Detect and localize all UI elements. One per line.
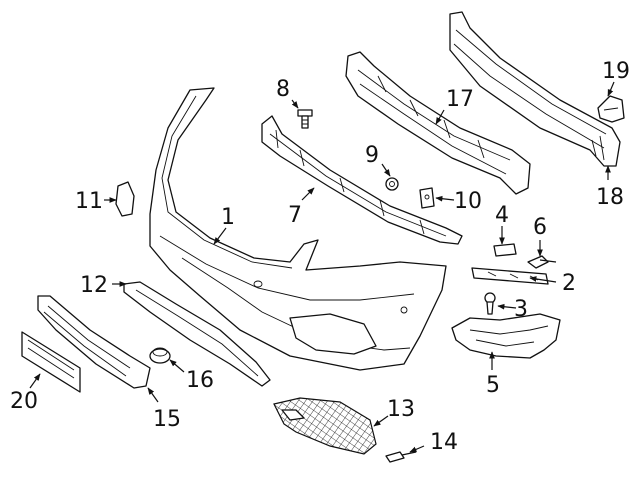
part-18-reinforcement-bar bbox=[449, 11, 621, 167]
callout-2: 2 bbox=[562, 271, 576, 296]
callout-11: 11 bbox=[75, 189, 103, 214]
part-3-screw bbox=[484, 292, 496, 315]
callout-12: 12 bbox=[80, 273, 108, 298]
part-9-clip bbox=[385, 177, 399, 191]
leader-10 bbox=[435, 195, 455, 202]
part-14-bolt bbox=[385, 451, 417, 463]
leader-9 bbox=[381, 163, 391, 177]
leader-3 bbox=[497, 303, 517, 310]
callout-1: 1 bbox=[221, 205, 235, 230]
leader-20 bbox=[29, 373, 41, 389]
part-6-screw bbox=[527, 255, 557, 269]
leader-8 bbox=[291, 99, 299, 109]
leader-2 bbox=[529, 276, 557, 283]
callout-16: 16 bbox=[186, 368, 214, 393]
part-16-grommet bbox=[149, 347, 171, 364]
part-7-upper-support bbox=[261, 115, 463, 245]
part-12-lower-strip bbox=[123, 281, 271, 387]
leader-19 bbox=[607, 81, 615, 97]
callout-13: 13 bbox=[387, 397, 415, 422]
callout-7: 7 bbox=[288, 203, 302, 228]
callout-labels: 1 2 3 4 5 6 7 8 9 10 11 12 13 14 15 16 1… bbox=[10, 59, 630, 455]
part-1-bumper-cover bbox=[149, 87, 447, 371]
callout-5: 5 bbox=[486, 373, 500, 398]
callout-3: 3 bbox=[514, 297, 528, 322]
callout-17: 17 bbox=[446, 87, 474, 112]
leader-13 bbox=[373, 415, 389, 427]
callout-20: 20 bbox=[10, 389, 38, 414]
callout-19: 19 bbox=[602, 59, 630, 84]
callout-14: 14 bbox=[430, 430, 458, 455]
callout-4: 4 bbox=[495, 203, 509, 228]
part-2-strip bbox=[471, 267, 549, 285]
part-8-bolt bbox=[297, 109, 313, 129]
part-11-cover bbox=[115, 181, 135, 217]
leader-lines bbox=[29, 81, 615, 453]
leader-7 bbox=[301, 187, 315, 201]
callout-8: 8 bbox=[276, 77, 290, 102]
part-20-plate-bracket bbox=[21, 331, 81, 393]
leader-15 bbox=[147, 387, 159, 403]
part-15-lower-grille bbox=[37, 295, 151, 389]
part-19-bracket bbox=[597, 95, 625, 123]
leader-14 bbox=[409, 445, 425, 453]
callout-10: 10 bbox=[454, 189, 482, 214]
callout-15: 15 bbox=[153, 407, 181, 432]
leader-1 bbox=[213, 227, 227, 245]
callout-6: 6 bbox=[533, 215, 547, 240]
leader-17 bbox=[435, 109, 445, 125]
part-13-fog-grille bbox=[273, 397, 377, 455]
part-4-nut-clip bbox=[493, 243, 517, 257]
part-10-retainer bbox=[419, 187, 435, 209]
leader-16 bbox=[169, 359, 185, 373]
callout-9: 9 bbox=[365, 143, 379, 168]
part-5-side-bracket bbox=[451, 313, 561, 359]
callout-18: 18 bbox=[596, 185, 624, 210]
